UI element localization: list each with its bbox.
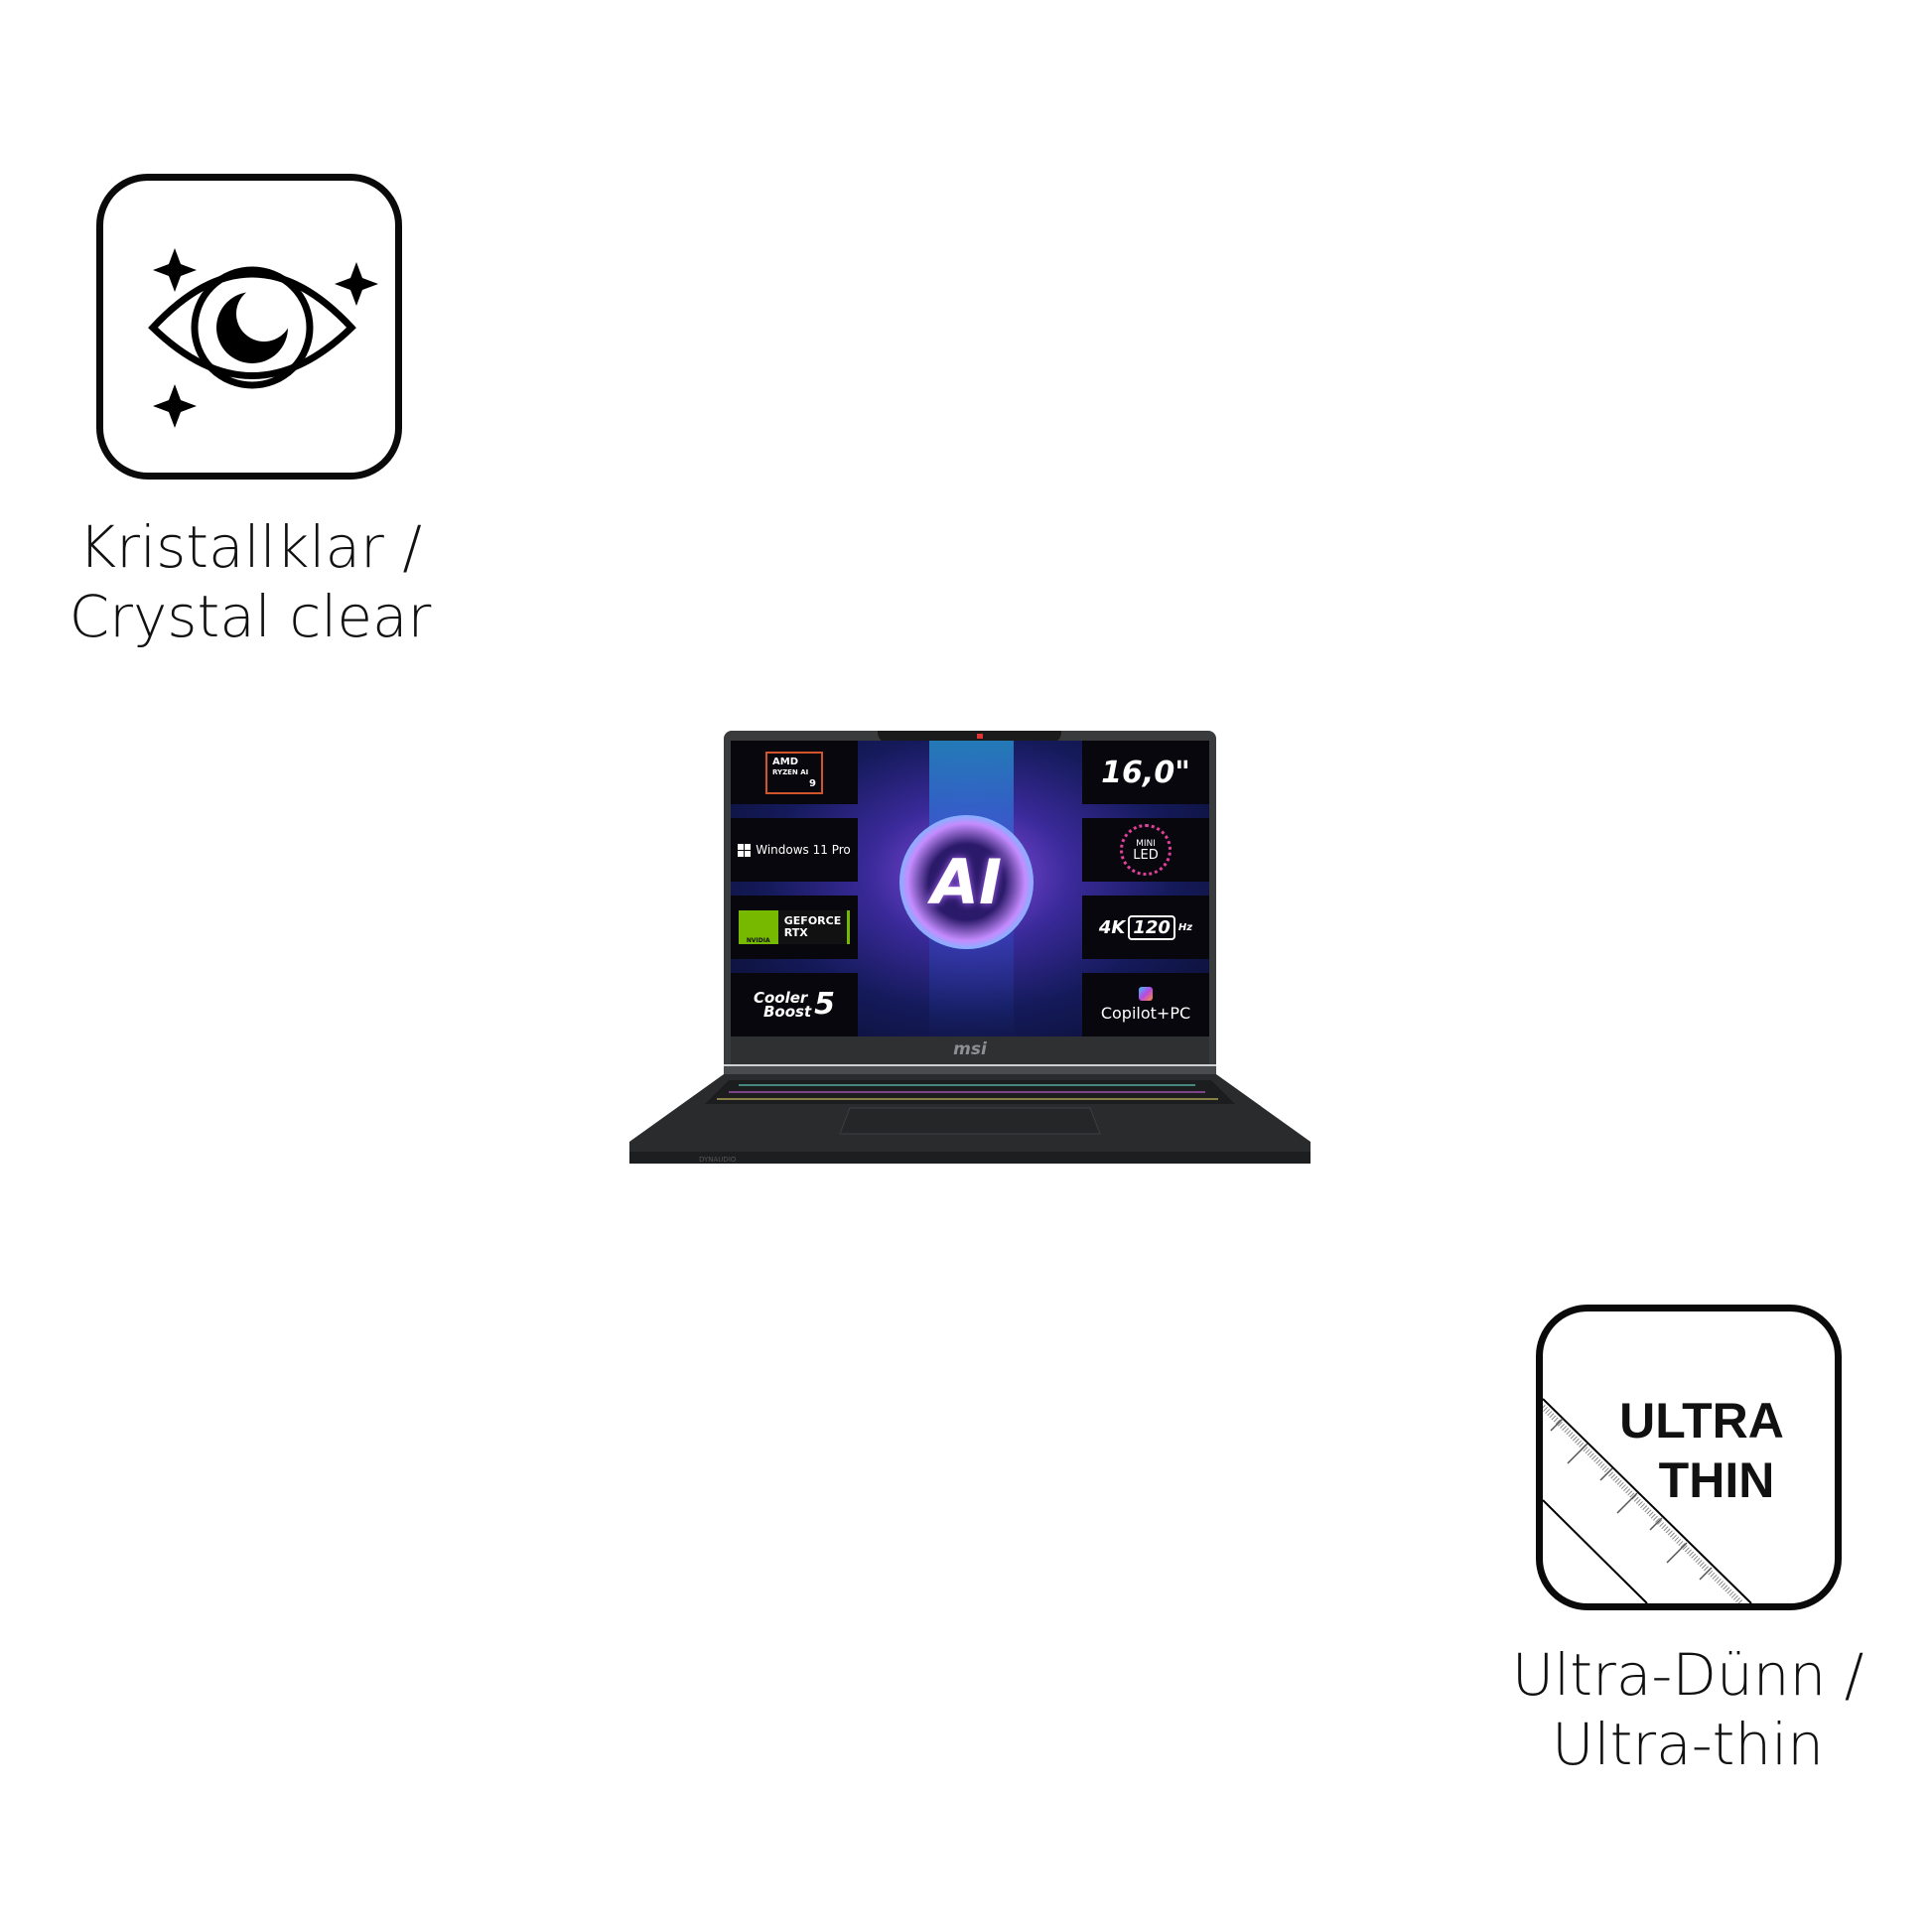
windows-badge: Windows 11 Pro <box>731 818 858 882</box>
laptop-image: AI AMD RYZEN AI 9 Windows 11 Pro NVIDIA <box>629 731 1311 1168</box>
rtx-label: RTX <box>783 926 808 939</box>
copilot-label: Copilot+PC <box>1100 1004 1191 1023</box>
boost-label: Boost <box>762 1003 812 1021</box>
amd-label: AMD <box>772 756 798 767</box>
mini-label: MINI <box>1136 839 1156 849</box>
caption-line: Crystal clear <box>69 583 432 650</box>
webcam-indicator <box>977 734 983 739</box>
laptop-screen: AI AMD RYZEN AI 9 Windows 11 Pro NVIDIA <box>731 741 1209 1036</box>
laptop-keyboard-deck: DYNAUDIO <box>629 1074 1311 1164</box>
ultra-thin-caption: Ultra-Dünn / Ultra-thin <box>1489 1640 1886 1779</box>
hz-label: Hz <box>1177 921 1193 933</box>
windows-icon <box>738 843 752 857</box>
copilot-pc-badge: Copilot+PC <box>1082 973 1209 1036</box>
thin-label: THIN <box>1658 1452 1775 1508</box>
refresh-rate: 120 <box>1128 914 1175 940</box>
caption-line: Ultra-Dünn / <box>1511 1641 1864 1709</box>
msi-logo: msi <box>731 1036 1209 1064</box>
ryzen-tier: 9 <box>809 777 816 789</box>
amd-ryzen-badge: AMD RYZEN AI 9 <box>731 741 858 804</box>
4k-label: 4K <box>1098 916 1126 938</box>
ultra-thin-ruler-icon <box>1543 1398 1752 1603</box>
caption-line: Kristallklar / <box>78 513 422 581</box>
4k-120hz-badge: 4K 120 Hz <box>1082 896 1209 959</box>
boost-version: 5 <box>814 987 836 1022</box>
geforce-rtx-badge: NVIDIA GEFORCE RTX <box>731 896 858 959</box>
webcam-notch <box>878 731 1061 743</box>
windows-label: Windows 11 Pro <box>756 843 851 857</box>
laptop-hinge <box>724 1064 1216 1074</box>
nvidia-logo: NVIDIA <box>738 910 778 944</box>
cooler-label: Cooler <box>753 989 808 1007</box>
laptop-lid: AI AMD RYZEN AI 9 Windows 11 Pro NVIDIA <box>724 731 1216 1064</box>
ai-head-logo: AI <box>899 815 1034 949</box>
geforce-label: GEFORCE <box>783 914 842 927</box>
copilot-icon <box>1139 987 1153 1001</box>
mini-led-badge: MINI LED <box>1082 818 1209 882</box>
led-label: LED <box>1133 848 1159 863</box>
eye-sparkle-icon <box>148 248 378 428</box>
ultra-label: ULTRA <box>1619 1393 1784 1449</box>
dynaudio-label: DYNAUDIO <box>699 1156 737 1164</box>
ultra-thin-badge: ULTRA THIN <box>1536 1305 1842 1610</box>
crystal-clear-caption: Kristallklar / Crystal clear <box>52 512 449 651</box>
caption-line: Ultra-thin <box>1552 1711 1824 1778</box>
screen-size-badge: 16,0" <box>1082 741 1209 804</box>
crystal-clear-badge <box>96 174 402 480</box>
ryzen-label: RYZEN AI <box>772 767 809 776</box>
